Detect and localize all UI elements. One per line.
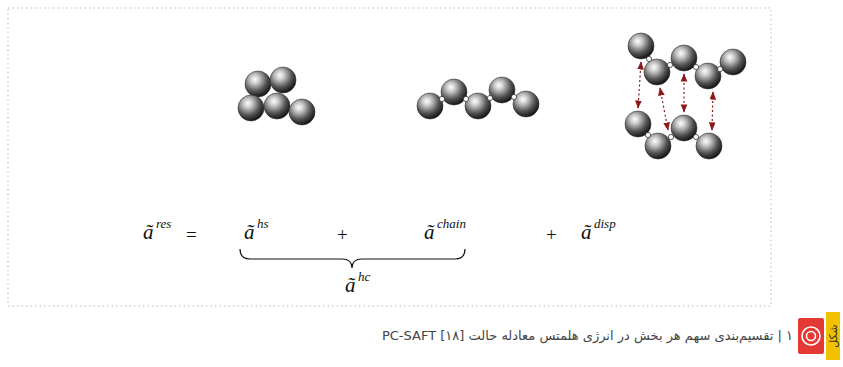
bond: [511, 94, 516, 99]
symbol-a: ã: [581, 222, 592, 243]
superscript: hs: [257, 217, 269, 230]
sphere: [289, 99, 315, 125]
sphere: [625, 111, 651, 137]
operator: =: [186, 225, 197, 244]
superscript: chain: [437, 217, 466, 230]
operator: +: [337, 225, 348, 244]
hard-spheres: [238, 67, 315, 125]
symbol-a: ã: [345, 275, 356, 296]
bond: [667, 62, 672, 67]
bond: [645, 132, 650, 137]
dispersion-arrow: [638, 62, 641, 108]
bond: [693, 64, 698, 69]
sphere: [628, 33, 654, 59]
dispersion-arrow: [712, 92, 713, 130]
chain: [417, 77, 539, 119]
sphere: [264, 93, 290, 119]
superscript: disp: [594, 217, 616, 230]
symbol-a: ã: [424, 222, 435, 243]
sphere: [245, 71, 271, 97]
superscript: res: [156, 217, 171, 230]
sphere: [441, 79, 467, 105]
icon-ring: [807, 332, 816, 341]
sphere: [513, 91, 539, 117]
sphere: [644, 59, 670, 85]
dispersion-arrow: [660, 88, 668, 130]
sphere: [720, 49, 746, 75]
sphere: [270, 67, 296, 93]
sphere: [238, 95, 264, 121]
bond: [439, 96, 444, 101]
sphere: [417, 93, 443, 119]
bond: [668, 134, 673, 139]
bond: [717, 66, 722, 71]
dotted-frame: [8, 8, 771, 306]
bond: [693, 134, 698, 139]
superscript: hc: [358, 270, 370, 283]
figure-tag: شکل: [828, 324, 839, 348]
sphere: [489, 77, 515, 103]
bond: [646, 56, 651, 61]
bond: [463, 96, 468, 101]
icon-box: [798, 318, 824, 354]
operator: +: [546, 225, 557, 244]
sphere: [465, 93, 491, 119]
sphere: [645, 133, 671, 159]
sphere: [696, 133, 722, 159]
bond: [487, 95, 492, 100]
symbol-a: ã: [244, 222, 255, 243]
icon-ring: [802, 327, 820, 345]
figure-caption: ۱ | تقسیم‌بندی سهم هر بخش در انرژی هلمتس…: [382, 328, 793, 344]
underbrace: [240, 249, 465, 268]
dispersion-chains: [625, 33, 746, 159]
dispersion-arrow: [683, 74, 684, 112]
figure-icon: [798, 318, 824, 354]
symbol-a: ã: [143, 222, 154, 243]
